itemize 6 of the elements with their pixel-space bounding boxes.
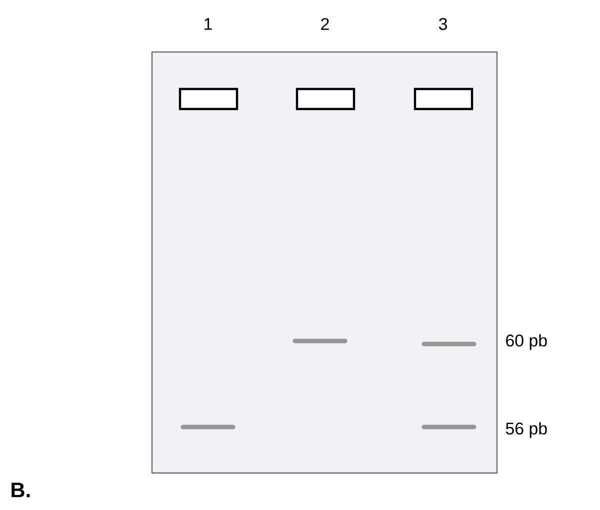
lane-number: 2 bbox=[321, 18, 329, 30]
size-label: 56 pb bbox=[506, 422, 547, 438]
size-label: 60 pb bbox=[506, 334, 547, 350]
lane-number: 3 bbox=[438, 18, 447, 30]
panel-letter: B. bbox=[12, 482, 30, 498]
lane-number: 1 bbox=[204, 18, 212, 30]
